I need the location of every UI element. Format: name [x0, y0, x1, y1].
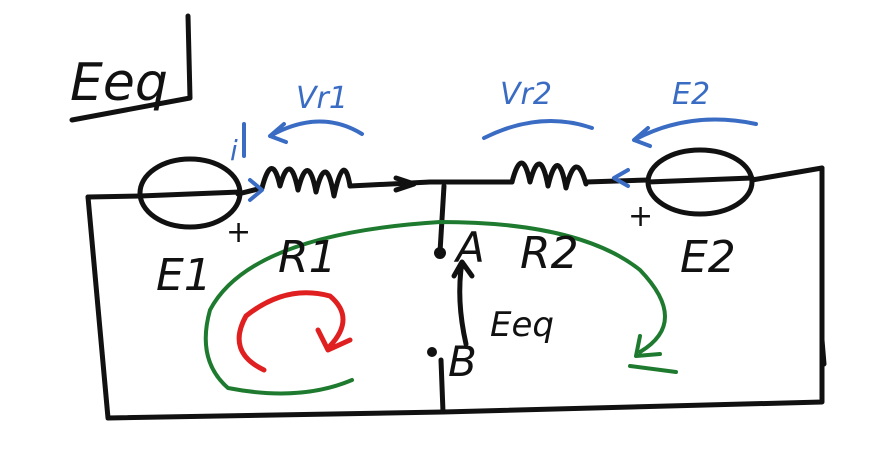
- label-e2-blue: E2: [672, 77, 710, 112]
- label-e1: E1: [156, 250, 212, 301]
- vr2-arrow: [482, 118, 594, 140]
- label-vr1: Vr1: [296, 81, 348, 116]
- label-e2: E2: [680, 232, 736, 283]
- label-r1: R1: [278, 232, 337, 283]
- node-a-dot: [434, 247, 446, 259]
- source-e2: [645, 147, 755, 217]
- label-current: i: [230, 134, 238, 167]
- label-eeq-ab: Eeq: [490, 305, 554, 345]
- source-e1: [137, 156, 243, 230]
- mesh-loop-red: [236, 290, 353, 373]
- current-arrow: [242, 122, 264, 202]
- eeq-ab-arrow: [451, 259, 475, 347]
- label-node-a: A: [453, 223, 485, 272]
- label-r2: R2: [520, 228, 579, 279]
- resistor-r1: [259, 166, 353, 199]
- label-plus-e1: +: [226, 215, 251, 250]
- label-node-b: B: [448, 337, 477, 386]
- mesh-loop-green: [203, 220, 678, 396]
- wire-arrow: [393, 175, 417, 193]
- node-b-dot: [427, 347, 437, 357]
- resistor-r2: [509, 160, 589, 191]
- label-vr2: Vr2: [500, 77, 552, 112]
- label-plus-e2: +: [628, 199, 653, 234]
- e2-current-arrow: [612, 168, 630, 188]
- title-frame: [69, 13, 193, 123]
- e2-blue-arrow: [632, 117, 758, 148]
- vr1-arrow: [268, 119, 364, 144]
- title-label: Eeq: [70, 53, 168, 113]
